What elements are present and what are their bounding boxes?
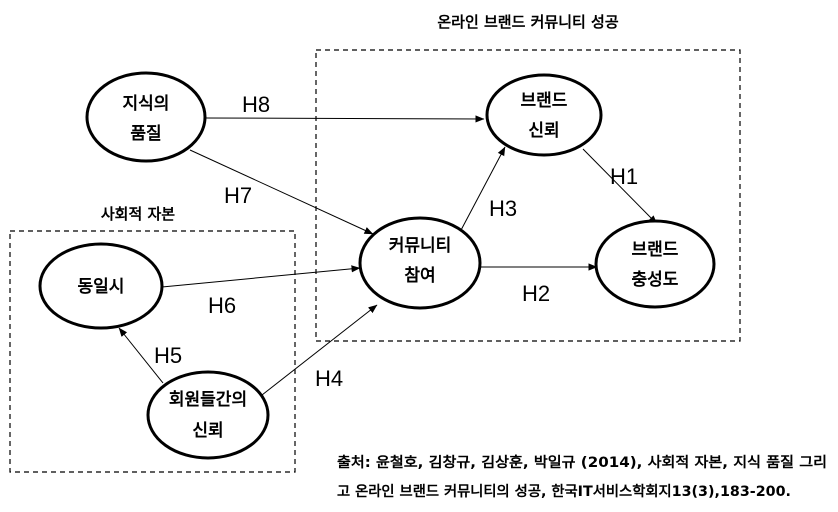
edge-h4 [261,304,378,396]
label-h6: H6 [208,293,236,318]
node-brand-loyalty-line2: 충성도 [632,270,679,290]
node-member-trust-line1: 회원들간의 [169,390,247,410]
label-h7: H7 [224,183,252,208]
node-knowledge-quality-line1: 지식의 [123,94,170,114]
node-identification: 동일시 [38,242,164,330]
online-community-success-box [315,49,741,342]
online-community-success-title: 온라인 브랜드 커뮤니티 성공 [437,13,618,31]
node-identification-line1: 동일시 [78,277,125,297]
social-capital-title: 사회적 자본 [101,205,175,223]
label-h4: H4 [315,366,343,391]
node-member-trust-line2: 신뢰 [192,421,223,441]
node-community-participation: 커뮤니티 참여 [358,216,482,310]
node-knowledge-quality: 지식의 품질 [85,71,207,163]
node-brand-loyalty: 브랜드 충성도 [594,219,716,309]
node-community-participation-line1: 커뮤니티 [389,236,452,256]
node-member-trust: 회원들간의 신뢰 [146,370,270,460]
edge-h6 [161,265,361,288]
edge-h5 [118,327,164,384]
label-h1: H1 [610,164,638,189]
edge-h1 [582,148,658,225]
edge-h3 [459,146,506,233]
label-h8: H8 [242,92,270,117]
label-h5: H5 [154,343,182,368]
source-citation-line2: 고 온라인 브랜드 커뮤니티의 성공, 한국IT서비스학회지13(3),183-… [337,483,791,500]
label-h2: H2 [522,281,550,306]
node-community-participation-line2: 참여 [404,265,435,286]
node-brand-trust: 브랜드 신뢰 [485,73,603,157]
node-brand-trust-line1: 브랜드 [521,91,568,111]
source-citation-line1: 출처: 윤철호, 김창규, 김상훈, 박일규 (2014), 사회적 자본, 지… [337,454,827,471]
node-knowledge-quality-line2: 품질 [130,123,161,144]
node-brand-trust-line2: 신뢰 [528,121,559,141]
social-capital-box [9,230,296,473]
node-brand-loyalty-line1: 브랜드 [632,240,679,260]
edge-h7 [189,149,374,235]
edge-h8 [202,115,485,123]
label-h3: H3 [489,196,517,221]
